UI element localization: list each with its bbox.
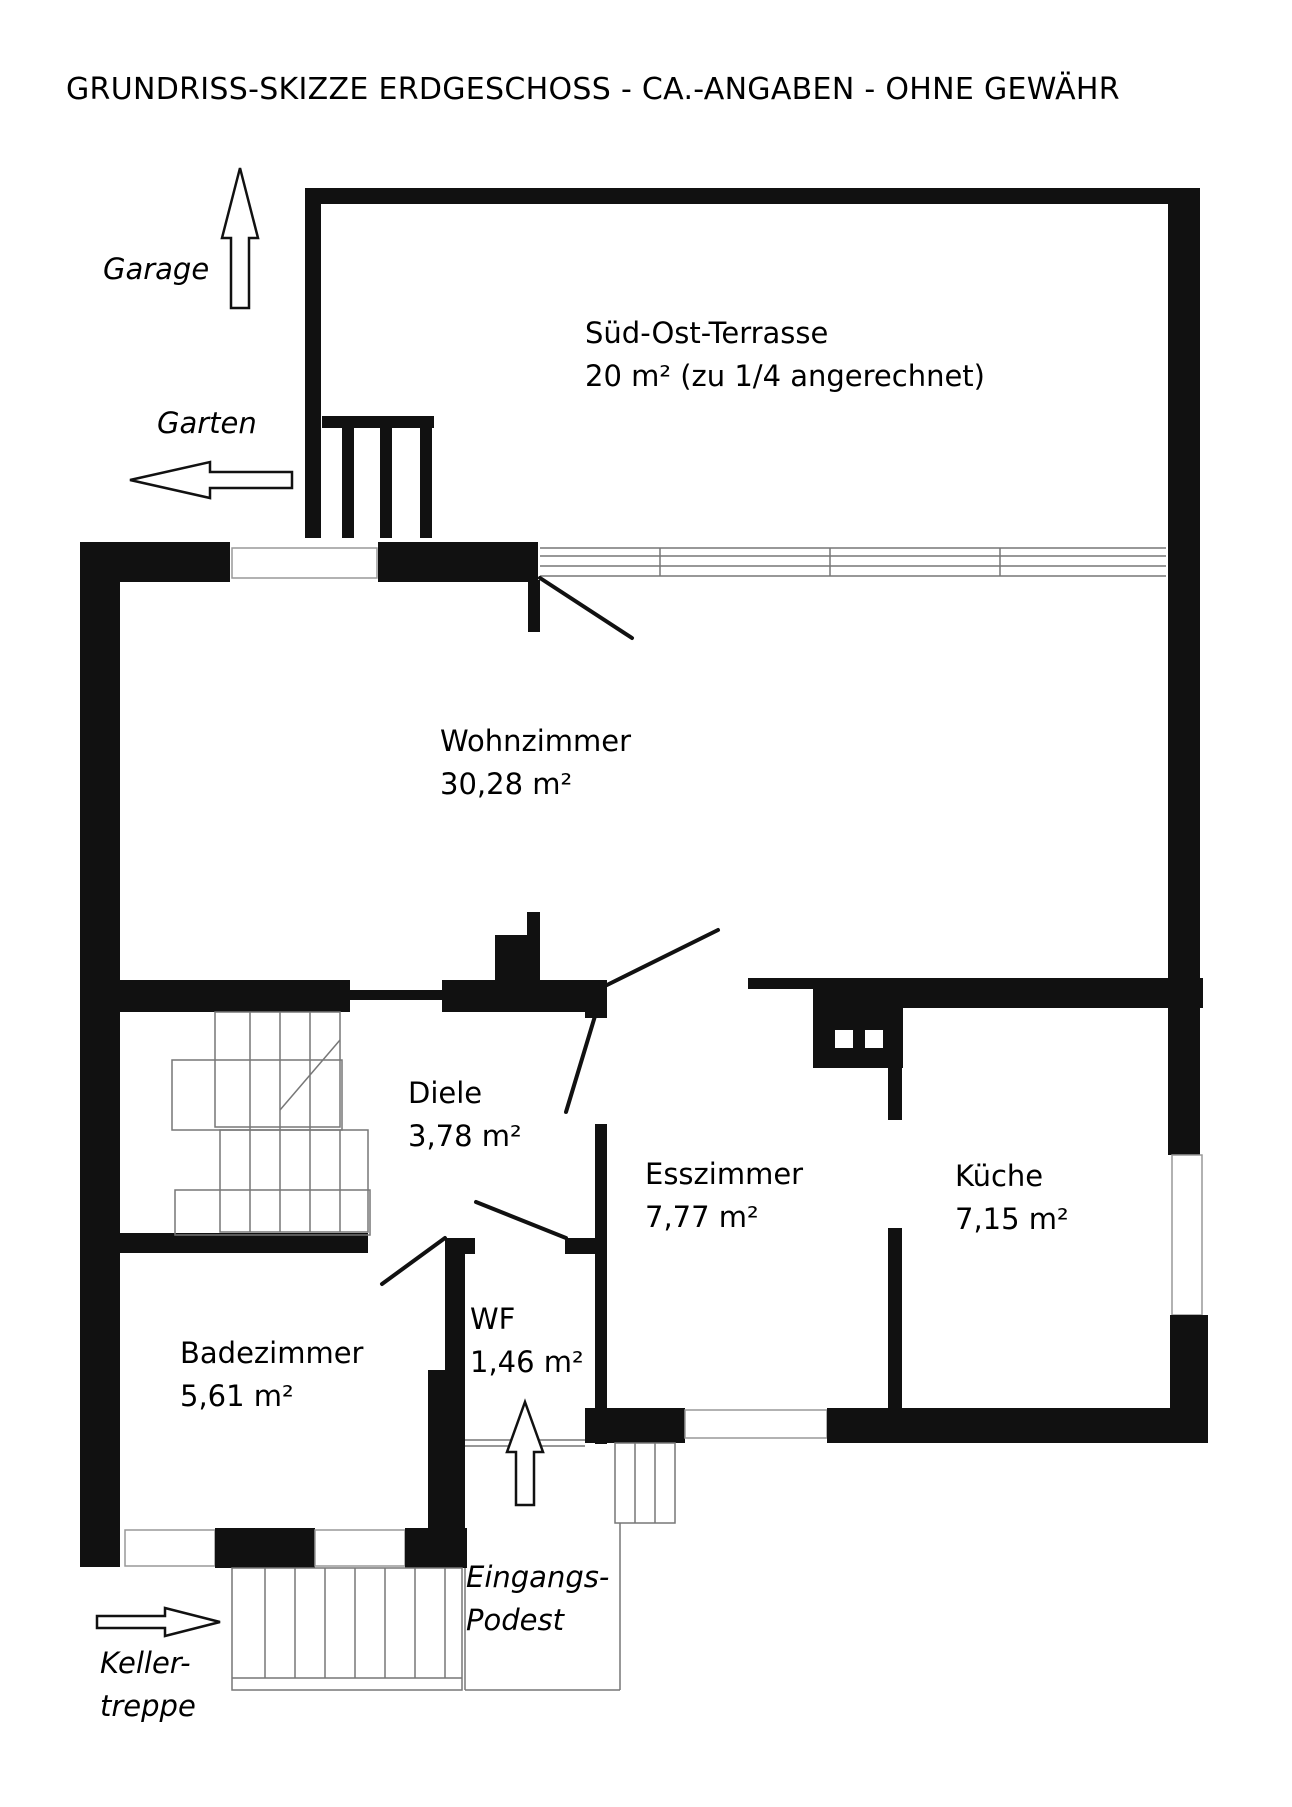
- wall-top-mid: [378, 542, 538, 582]
- room-name-badezimmer: Badezimmer: [180, 1336, 364, 1370]
- wall-dining-upper: [595, 1124, 607, 1254]
- room-area-terrace: 20 m² (zu 1/4 angerechnet): [585, 359, 985, 393]
- window-bath-1: [124, 1529, 216, 1567]
- room-name-diele: Diele: [408, 1076, 483, 1110]
- basement-stairs: [231, 1567, 463, 1691]
- wall-bath-right: [428, 1370, 465, 1568]
- wall-door-jamb: [585, 980, 607, 1018]
- door-living-terrace: [538, 576, 634, 640]
- room-area-wf: 1,46 m²: [470, 1345, 584, 1379]
- wall-living-bottom-left: [118, 980, 350, 1012]
- chimney-flue-2: [865, 1030, 883, 1048]
- room-name-wf: WF: [470, 1302, 516, 1336]
- room-label-wf: WF 1,46 m²: [470, 1298, 584, 1384]
- terrace-glass-door: [540, 547, 1166, 577]
- wall-kitchen-lower: [888, 1228, 902, 1410]
- annotation-kellertreppe: Keller- treppe: [100, 1642, 196, 1728]
- room-name-terrace: Süd-Ost-Terrasse: [585, 316, 829, 350]
- wall-dining-jamb: [565, 1238, 607, 1254]
- window-bath-2: [314, 1529, 406, 1567]
- arrow-left-garden-icon: [129, 460, 294, 500]
- annotation-eingang-line1: Eingangs-: [466, 1560, 610, 1594]
- wall-stair-bottom: [118, 1233, 368, 1253]
- terrace-wall-top: [305, 188, 1200, 204]
- chimney-stub: [527, 912, 540, 984]
- arrow-up-garage-icon: [220, 167, 260, 310]
- wall-right-upper: [1168, 540, 1200, 1155]
- annotation-keller-line2: treppe: [100, 1689, 196, 1723]
- plan-title: GRUNDRISS-SKIZZE ERDGESCHOSS - CA.-ANGAB…: [66, 72, 1120, 107]
- wall-left: [80, 542, 120, 1567]
- door-living-dining: [605, 928, 720, 987]
- terrace-steps: [322, 416, 434, 538]
- room-area-wohnzimmer: 30,28 m²: [440, 767, 573, 801]
- annotation-eingang: Eingangs- Podest: [466, 1556, 609, 1642]
- room-area-badezimmer: 5,61 m²: [180, 1379, 294, 1413]
- annotation-garten: Garten: [157, 406, 257, 440]
- annotation-garage: Garage: [103, 252, 210, 286]
- room-name-wohnzimmer: Wohnzimmer: [440, 724, 632, 758]
- arrow-up-entrance-icon: [505, 1398, 545, 1507]
- room-label-badezimmer: Badezimmer 5,61 m²: [180, 1332, 363, 1418]
- room-area-kueche: 7,15 m²: [955, 1202, 1069, 1236]
- chimney-flue-1: [835, 1030, 853, 1048]
- entrance-landing: [464, 1439, 676, 1691]
- annotation-keller-line1: Keller-: [100, 1646, 191, 1680]
- wall-living-bottom-mid: [442, 980, 604, 1012]
- wall-living-bottom-right-thin: [748, 978, 813, 989]
- window-dining: [684, 1409, 828, 1439]
- terrace-wall-left: [305, 188, 321, 538]
- wall-kitchen-upper: [888, 1040, 902, 1120]
- wall-bottom-bath: [215, 1528, 315, 1568]
- room-name-esszimmer: Esszimmer: [645, 1157, 804, 1191]
- window-kitchen: [1171, 1154, 1203, 1316]
- wall-stub-living: [528, 580, 540, 632]
- staircase: [171, 1011, 371, 1236]
- room-name-kueche: Küche: [955, 1159, 1044, 1193]
- wall-dining-lower: [595, 1254, 607, 1444]
- door-bathroom: [380, 1236, 447, 1286]
- door-hall-wc: [474, 1200, 568, 1240]
- room-area-esszimmer: 7,77 m²: [645, 1200, 759, 1234]
- wall-thin-segment: [350, 990, 442, 1000]
- room-label-esszimmer: Esszimmer 7,77 m²: [645, 1153, 803, 1239]
- terrace-wall-right: [1168, 188, 1200, 543]
- arrow-right-cellar-icon: [95, 1606, 221, 1638]
- room-label-terrace: Süd-Ost-Terrasse 20 m² (zu 1/4 angerechn…: [585, 312, 985, 398]
- room-label-wohnzimmer: Wohnzimmer 30,28 m²: [440, 720, 631, 806]
- room-label-diele: Diele 3,78 m²: [408, 1072, 522, 1158]
- door-hall-dining: [564, 1014, 597, 1114]
- room-label-kueche: Küche 7,15 m²: [955, 1155, 1069, 1241]
- annotation-eingang-line2: Podest: [466, 1603, 564, 1637]
- room-area-diele: 3,78 m²: [408, 1119, 522, 1153]
- wall-bottom-b: [827, 1408, 1207, 1443]
- window-top-left: [231, 547, 378, 579]
